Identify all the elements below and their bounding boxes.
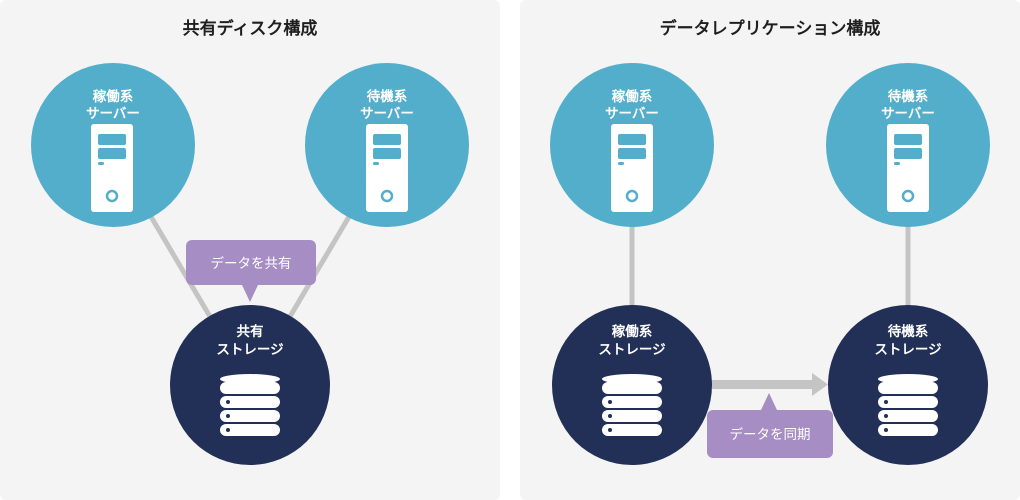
node-label: ストレージ bbox=[598, 342, 666, 358]
share-data-callout: データを共有 bbox=[186, 240, 316, 302]
connector-line bbox=[285, 213, 353, 322]
node-label: 共有 bbox=[237, 323, 264, 340]
database-icon bbox=[878, 374, 938, 436]
server-tower-icon bbox=[366, 124, 408, 212]
standby-server-node: 待機系 サーバー bbox=[305, 63, 469, 227]
callout-label: データを同期 bbox=[730, 426, 811, 443]
node-label: サーバー bbox=[881, 106, 935, 122]
panel-title: 共有ディスク構成 bbox=[182, 19, 318, 39]
panel-title: データレプリケーション構成 bbox=[659, 19, 881, 39]
database-icon bbox=[220, 374, 280, 436]
database-icon bbox=[602, 374, 662, 436]
shared-storage-node: 共有 ストレージ bbox=[170, 305, 330, 465]
node-label: 稼働系 bbox=[612, 88, 653, 105]
node-label: サーバー bbox=[360, 106, 414, 122]
callout-label: データを共有 bbox=[211, 255, 292, 272]
node-label: ストレージ bbox=[874, 342, 942, 358]
node-label: サーバー bbox=[605, 106, 659, 122]
data-replication-panel: データレプリケーション構成 稼働系 サーバー 待機系 サ bbox=[520, 0, 1020, 500]
node-label: 待機系 bbox=[888, 323, 929, 340]
server-tower-icon bbox=[887, 124, 929, 212]
standby-server-node: 待機系 サーバー bbox=[826, 63, 990, 227]
active-storage-node: 稼働系 ストレージ bbox=[552, 305, 712, 465]
connector-line bbox=[147, 213, 215, 322]
active-server-node: 稼働系 サーバー bbox=[550, 63, 714, 227]
shared-disk-diagram: 稼働系 サーバー 待機系 サーバー bbox=[31, 63, 469, 465]
node-label: 待機系 bbox=[367, 88, 408, 105]
sync-data-callout: データを同期 bbox=[707, 393, 833, 458]
data-replication-diagram: 稼働系 サーバー 待機系 サーバー bbox=[550, 63, 990, 465]
server-tower-icon bbox=[611, 124, 653, 212]
shared-disk-panel: 共有ディスク構成 稼働系 サーバー 待機系 サーバー bbox=[0, 0, 500, 500]
node-label: ストレージ bbox=[216, 342, 284, 358]
node-label: サーバー bbox=[86, 106, 140, 122]
node-label: 稼働系 bbox=[612, 323, 653, 340]
node-label: 稼働系 bbox=[93, 88, 134, 105]
right-arrow-icon bbox=[712, 373, 828, 396]
server-tower-icon bbox=[91, 124, 133, 212]
standby-storage-node: 待機系 ストレージ bbox=[828, 305, 988, 465]
active-server-node: 稼働系 サーバー bbox=[31, 63, 195, 227]
node-label: 待機系 bbox=[888, 88, 929, 105]
